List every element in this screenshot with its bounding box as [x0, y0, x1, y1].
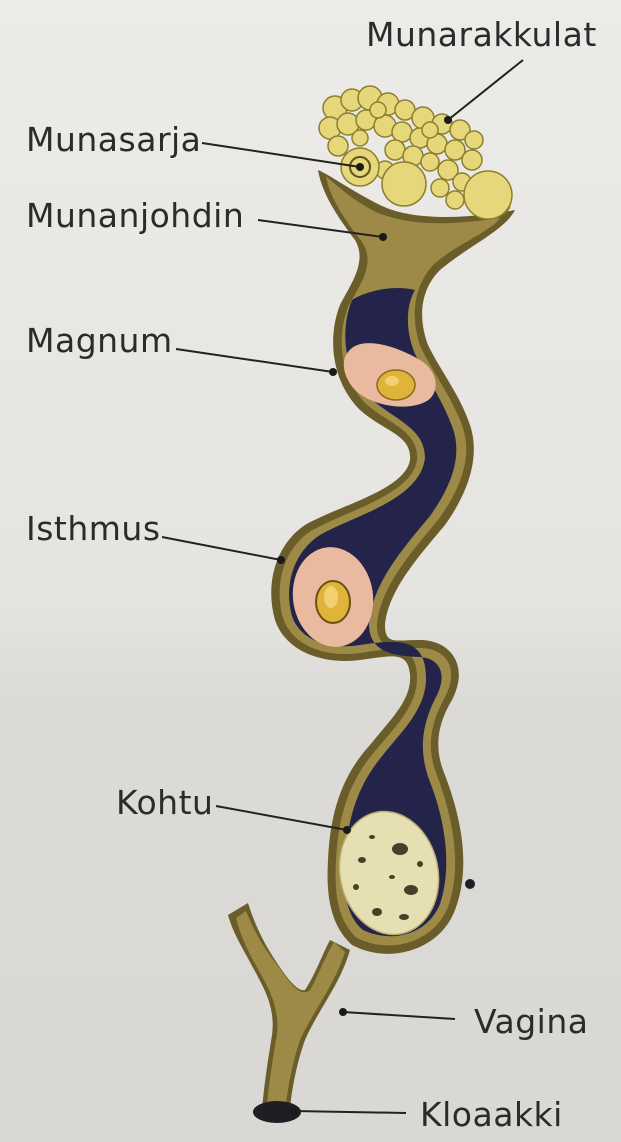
leader-isthmus	[162, 537, 281, 560]
label-munarakkulat: Munarakkulat	[366, 15, 597, 54]
leader-magnum	[176, 349, 333, 372]
label-kloaakki: Kloaakki	[420, 1095, 563, 1134]
kohtu-nub	[465, 879, 475, 889]
leader-kohtu	[216, 806, 347, 830]
lower-tube	[228, 903, 350, 1123]
label-munasarja: Munasarja	[26, 120, 201, 159]
vagina-tube	[236, 911, 345, 1105]
label-isthmus: Isthmus	[26, 509, 161, 548]
leader-kloaakki	[294, 1111, 406, 1113]
leader-munarakkulat	[448, 60, 523, 120]
label-vagina: Vagina	[474, 1002, 589, 1041]
label-munanjohdin: Munanjohdin	[26, 196, 244, 235]
large-follicle-1	[382, 162, 426, 206]
large-follicle-2	[464, 171, 512, 219]
leader-vagina	[343, 1012, 455, 1019]
label-kohtu: Kohtu	[116, 783, 213, 822]
label-magnum: Magnum	[26, 321, 173, 360]
